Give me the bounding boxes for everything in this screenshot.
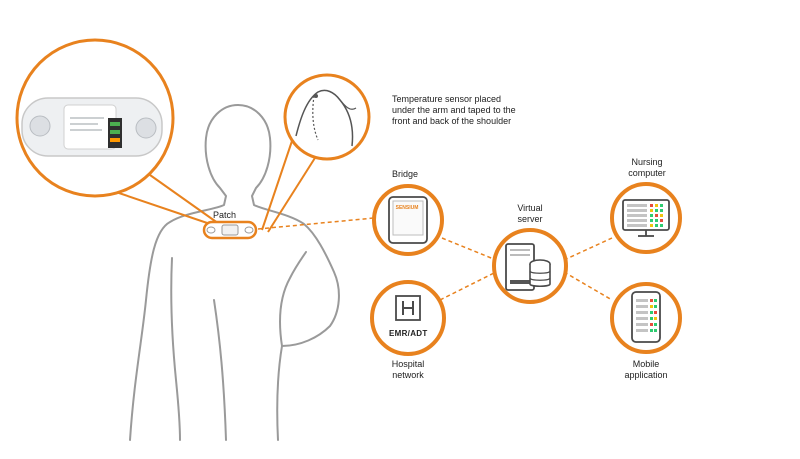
bridge-screen-text: SENSIUM (395, 205, 419, 211)
bridge-label: Bridge (392, 169, 419, 179)
virtual-server-label: Virtual server (510, 203, 550, 225)
temp-sensor-line-1: Temperature sensor placed (392, 94, 502, 104)
database-icon (529, 259, 551, 288)
mobile-node (610, 282, 682, 354)
nursing-node (610, 182, 682, 254)
hospital-network-label: Hospital network (380, 359, 436, 381)
link-server-nursing (563, 237, 613, 261)
nursing-line-1: Nursing (631, 157, 663, 167)
nursing-line-2: computer (628, 168, 666, 178)
mobile-application-label: Mobile application (616, 359, 676, 381)
temp-sensor-caption: Temperature sensor placed under the arm … (392, 94, 516, 127)
hospital-line-1: Hospital (391, 359, 425, 369)
patch-on-body (202, 220, 258, 240)
sensor-callout-lines (261, 134, 321, 233)
bridge-node (372, 184, 444, 256)
network-connections (257, 217, 613, 301)
server-node (492, 228, 568, 304)
patch-zoom-circle (15, 38, 175, 198)
link-hospital-server (439, 271, 497, 301)
temp-sensor-line-2: under the arm and taped to the (392, 105, 516, 115)
hospital-line-2: network (392, 370, 424, 380)
phone-list-rows (636, 299, 657, 332)
mobile-line-1: Mobile (632, 359, 660, 369)
link-patch-bridge (257, 217, 375, 230)
emr-adt-label: EMR/ADT (389, 329, 428, 338)
virtual-server-line-2: server (517, 214, 543, 224)
link-bridge-server (441, 237, 497, 261)
sensor-zoom-circle (283, 73, 371, 161)
hospital-node (370, 280, 446, 356)
mobile-line-2: application (624, 370, 668, 380)
patch-label: Patch (213, 210, 237, 220)
nursing-computer-label: Nursing computer (624, 157, 670, 179)
monitor-dashboard-rows (627, 204, 663, 227)
temp-sensor-line-3: front and back of the shoulder (392, 116, 512, 126)
link-server-mobile (563, 271, 613, 301)
patch-callout-lines (109, 174, 223, 229)
virtual-server-line-1: Virtual (517, 203, 543, 213)
